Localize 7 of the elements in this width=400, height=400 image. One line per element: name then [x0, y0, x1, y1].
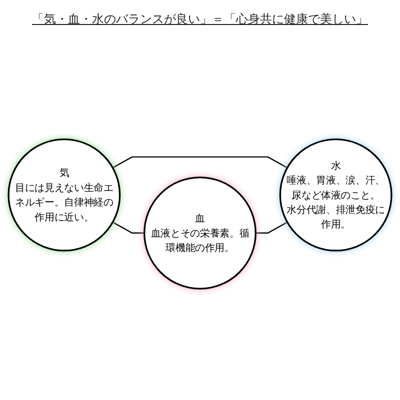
balance-slogan-text: 「気・血・水のバランスが良い」＝「心身共に健康で美しい」: [31, 11, 369, 28]
node-circle: 血 血液とその栄養素。循環機能の作用。: [144, 176, 256, 290]
node-circle: 水 唾液、胃液、涙、汗、尿など体液のこと。 水分代謝、排泄免疫に作用。: [279, 138, 392, 252]
connector: [112, 156, 288, 168]
node-circle: 気 目には見えない生命エネルギー。自律神経の作用に近い。: [8, 138, 121, 252]
connector: [112, 222, 144, 234]
connector: [256, 222, 288, 234]
